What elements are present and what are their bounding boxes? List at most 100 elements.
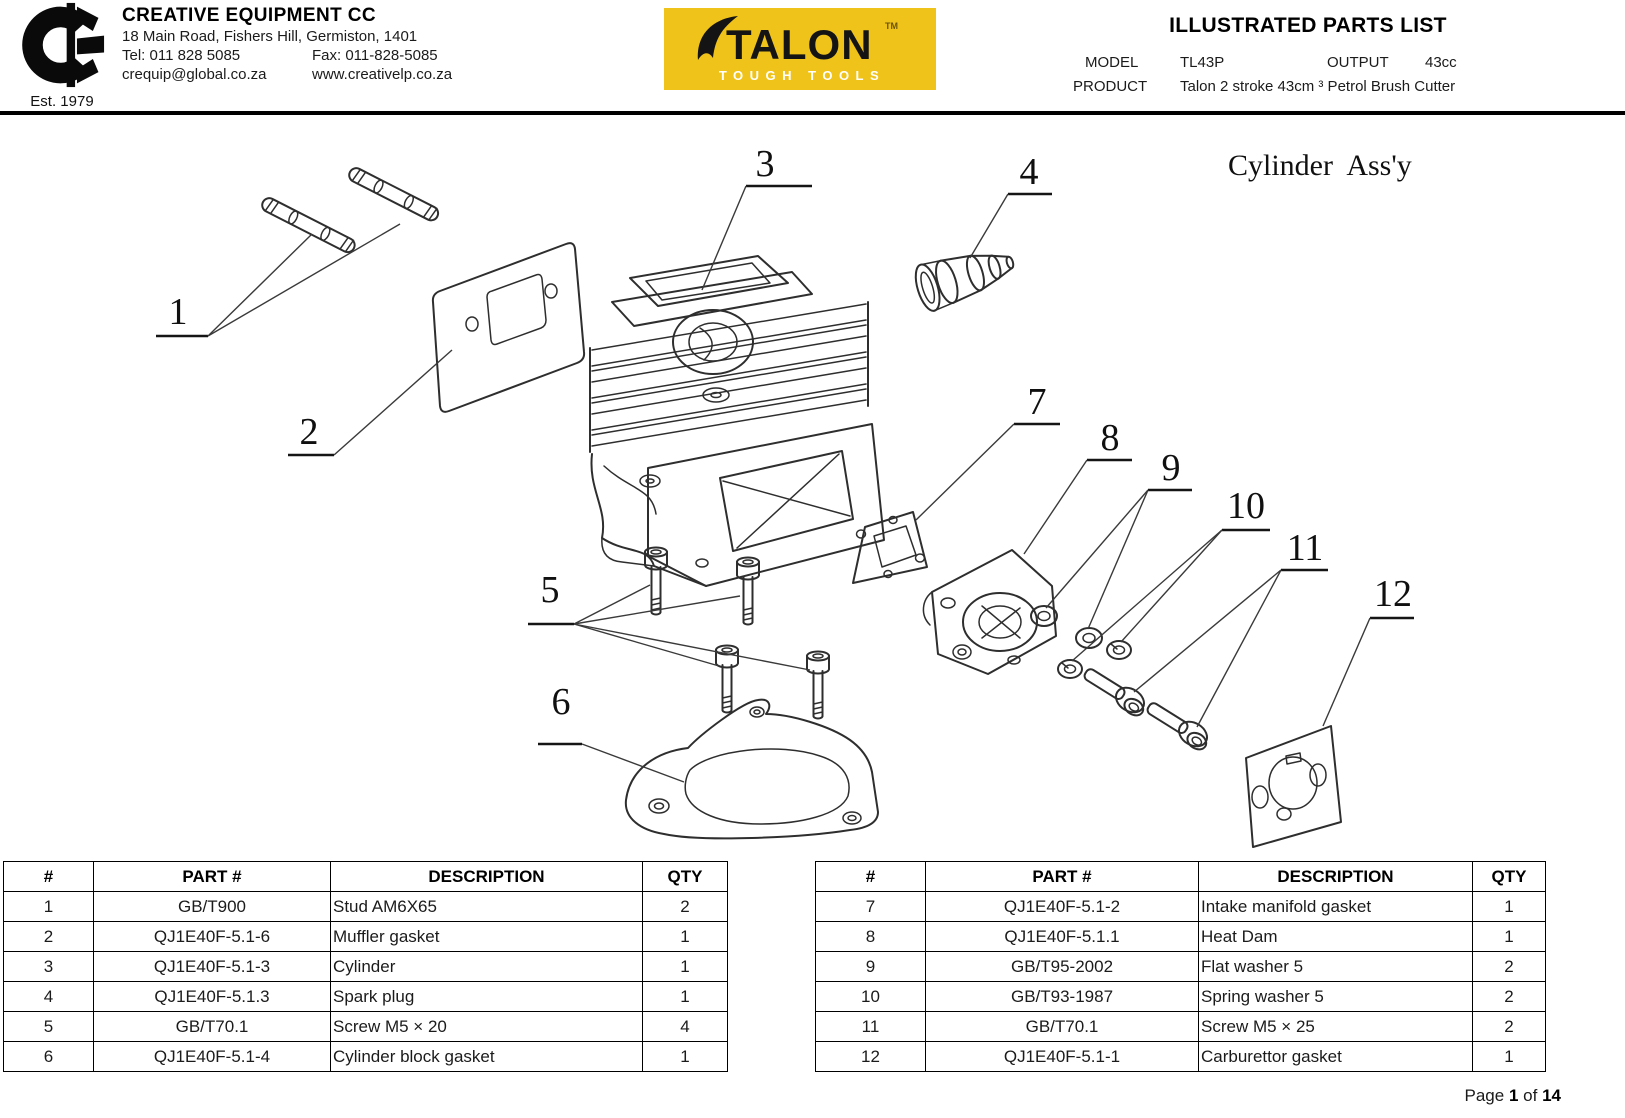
ce-logo-e-bottom <box>76 59 99 84</box>
page-number: 1 <box>1508 1086 1519 1105</box>
cell-part: QJ1E40F-5.1.3 <box>93 981 331 1012</box>
header-divider <box>0 111 1625 115</box>
page-label: Page <box>1464 1086 1505 1105</box>
callout-3: 3 <box>701 143 812 291</box>
table-header-row: # PART # DESCRIPTION QTY <box>3 861 728 892</box>
svg-text:11: 11 <box>1287 527 1324 569</box>
ce-logo-c <box>22 6 89 84</box>
cell-part: GB/T70.1 <box>925 1011 1199 1042</box>
company-website: www.creativelp.co.za <box>312 66 453 83</box>
page-of-label: of <box>1523 1086 1538 1105</box>
callout-4: 4 <box>969 151 1052 259</box>
column-header-part: PART # <box>93 861 331 892</box>
cell-part: GB/T900 <box>93 891 331 922</box>
part-3-cylinder <box>589 255 885 587</box>
column-header-part: PART # <box>925 861 1199 892</box>
callout-9: 9 <box>1045 447 1192 630</box>
ce-logo-e-mid <box>76 35 105 55</box>
cell-desc: Cylinder <box>330 951 643 982</box>
company-name: CREATIVE EQUIPMENT CC <box>122 5 377 26</box>
cell-part: GB/T70.1 <box>93 1011 331 1042</box>
company-fax: Fax: 011-828-5085 <box>312 47 438 64</box>
cell-num: 1 <box>3 891 94 922</box>
cell-desc: Cylinder block gasket <box>330 1041 643 1072</box>
svg-text:8: 8 <box>1101 417 1120 459</box>
company-info: CREATIVE EQUIPMENT CC 18 Main Road, Fish… <box>122 5 452 84</box>
cell-qty: 1 <box>1472 891 1546 922</box>
column-header-desc: DESCRIPTION <box>330 861 643 892</box>
cell-num: 8 <box>815 921 926 952</box>
column-header-desc: DESCRIPTION <box>1198 861 1473 892</box>
svg-text:6: 6 <box>552 681 571 723</box>
cell-desc: Intake manifold gasket <box>1198 891 1473 922</box>
brand-tagline: TOUGH TOOLS <box>719 68 885 83</box>
diagram-title: Cylinder Ass'y <box>1228 149 1412 182</box>
part-6-cylinder-block-gasket <box>624 698 879 840</box>
cell-num: 4 <box>3 981 94 1012</box>
callout-2: 2 <box>288 349 453 457</box>
cell-desc: Screw M5 × 25 <box>1198 1011 1473 1042</box>
cell-num: 11 <box>815 1011 926 1042</box>
talon-claw-icon <box>697 16 738 60</box>
cell-num: 6 <box>3 1041 94 1072</box>
output-label: OUTPUT <box>1327 54 1389 71</box>
company-email: crequip@global.co.za <box>122 66 267 83</box>
product-value: Talon 2 stroke 43cm ³ Petrol Brush Cutte… <box>1180 78 1456 95</box>
cell-desc: Stud AM6X65 <box>330 891 643 922</box>
cell-desc: Heat Dam <box>1198 921 1473 952</box>
part-1-studs <box>261 167 440 254</box>
column-header-num: # <box>815 861 926 892</box>
cell-desc: Carburettor gasket <box>1198 1041 1473 1072</box>
output-value: 43cc <box>1425 54 1457 71</box>
cell-qty: 1 <box>642 921 728 952</box>
cell-desc: Flat washer 5 <box>1198 951 1473 982</box>
column-header-num: # <box>3 861 94 892</box>
cell-qty: 4 <box>642 1011 728 1042</box>
company-logo: Est. 1979 <box>10 2 114 110</box>
cell-qty: 2 <box>1472 951 1546 982</box>
cell-qty: 1 <box>642 1041 728 1072</box>
svg-text:1: 1 <box>169 291 188 333</box>
cell-qty: 2 <box>1472 1011 1546 1042</box>
cell-part: QJ1E40F-5.1-1 <box>925 1041 1199 1072</box>
cell-qty: 2 <box>642 891 728 922</box>
callout-8: 8 <box>1023 417 1132 555</box>
cell-part: QJ1E40F-5.1-4 <box>93 1041 331 1072</box>
part-7-intake-manifold-gasket <box>852 511 928 584</box>
part-4-spark-plug <box>914 254 1015 312</box>
ce-logo-e-spine <box>66 2 76 88</box>
part-2-muffler-gasket <box>431 242 586 413</box>
part-12-carburettor-gasket <box>1245 725 1342 848</box>
part-11-screws <box>1083 668 1208 751</box>
cell-desc: Screw M5 × 20 <box>330 1011 643 1042</box>
cell-num: 3 <box>3 951 94 982</box>
page-total: 14 <box>1542 1086 1561 1105</box>
svg-text:2: 2 <box>300 411 319 453</box>
cell-part: QJ1E40F-5.1-3 <box>93 951 331 982</box>
callout-12: 12 <box>1322 573 1414 727</box>
company-tel: Tel: 011 828 5085 <box>122 47 241 64</box>
brand-name: TALON <box>726 21 873 68</box>
cell-qty: 2 <box>1472 981 1546 1012</box>
cell-part: QJ1E40F-5.1-6 <box>93 921 331 952</box>
cell-part: GB/T95-2002 <box>925 951 1199 982</box>
part-9-flat-washers <box>1030 605 1103 649</box>
cell-qty: 1 <box>1472 921 1546 952</box>
brand-trademark: TM <box>885 21 898 31</box>
svg-text:7: 7 <box>1028 381 1047 423</box>
callout-6: 6 <box>538 681 685 783</box>
svg-text:9: 9 <box>1162 447 1181 489</box>
part-5-screws <box>644 546 830 720</box>
cell-num: 7 <box>815 891 926 922</box>
column-header-qty: QTY <box>642 861 728 892</box>
